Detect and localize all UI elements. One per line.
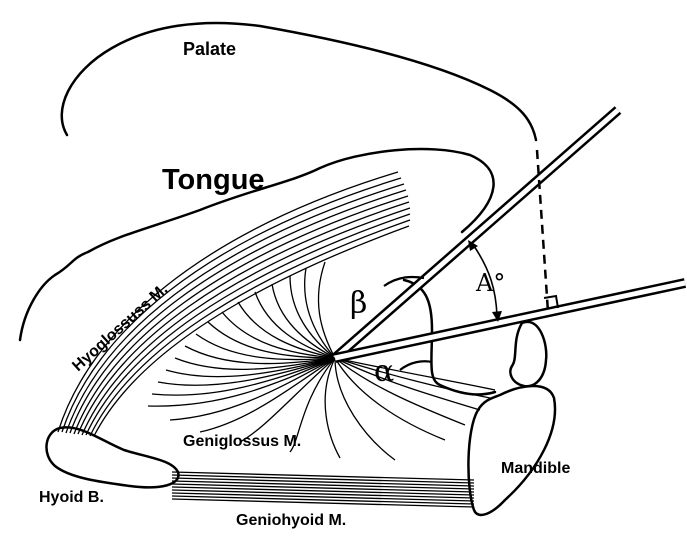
alpha-label: α [374, 354, 394, 389]
hyoid-label: Hyoid B. [39, 489, 104, 506]
genioglossus-label: Geniglossus M. [183, 433, 301, 450]
mandible-body [468, 386, 555, 515]
mandible-label: Mandible [501, 460, 570, 477]
beta-label: β [350, 286, 367, 321]
palate-outline [62, 23, 536, 140]
hyoid-bone [46, 427, 178, 487]
alpha-pointer [400, 361, 432, 370]
palate-label: Palate [183, 39, 236, 59]
geniohyoid-fibers [172, 472, 474, 507]
tongue-label: Tongue [162, 164, 265, 196]
mandible-process [510, 322, 546, 386]
angle-a-label: A° [475, 269, 505, 297]
geniohyoid-label: Geniohyoid M. [236, 512, 346, 529]
